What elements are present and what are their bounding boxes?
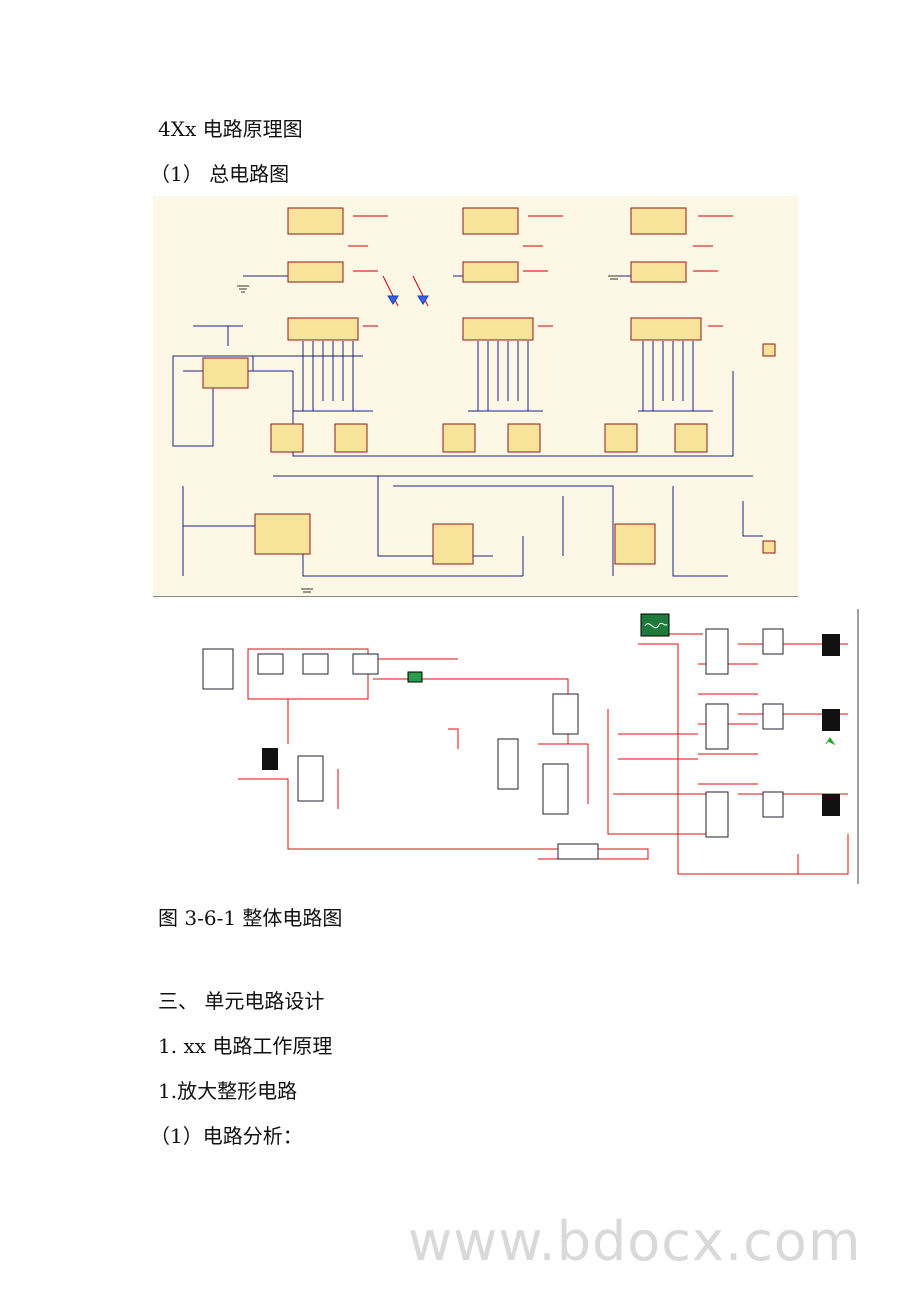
section-three-heading: 三、 单元电路设计 bbox=[158, 989, 325, 1013]
sub-heading: （1） 总电路图 bbox=[150, 162, 290, 186]
circuit-schematic-top bbox=[153, 196, 798, 597]
subsubsection-heading: 1.放大整形电路 bbox=[158, 1079, 298, 1103]
subsection-heading: 1. xx 电路工作原理 bbox=[158, 1034, 333, 1058]
section-heading: 4Xx 电路原理图 bbox=[158, 117, 303, 141]
list-item-analysis: （1）电路分析： bbox=[150, 1124, 303, 1148]
circuit-schematic-bottom: www.bdocx.com bbox=[158, 604, 863, 1273]
figure-caption: 图 3-6-1 整体电路图 bbox=[158, 906, 343, 930]
watermark: www.bdocx.com bbox=[408, 1210, 862, 1273]
